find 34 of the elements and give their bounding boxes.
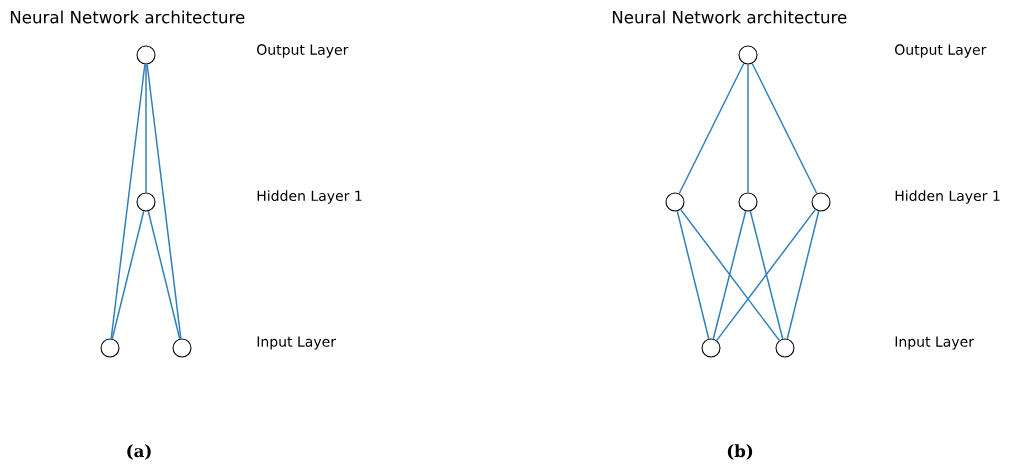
connection-line <box>716 208 816 342</box>
connection-line <box>146 63 182 340</box>
connection-line <box>678 62 745 195</box>
layer-label: Output Layer <box>895 44 987 58</box>
connection-line <box>111 210 145 340</box>
connection-line <box>680 208 780 342</box>
neuron-circle <box>775 338 795 358</box>
connection-line <box>712 210 747 340</box>
connection-line <box>110 63 146 340</box>
connection-line <box>145 63 147 194</box>
panel-caption: (a) <box>127 444 151 460</box>
layer-label: Output Layer <box>257 44 349 58</box>
panel-title: Neural Network architecture <box>10 10 245 24</box>
connection-line <box>749 210 784 340</box>
neuron-circle <box>738 45 758 65</box>
neuron-circle <box>701 338 721 358</box>
neuron-circle <box>811 192 831 212</box>
connection-line <box>676 210 710 340</box>
connection-line <box>751 62 818 195</box>
neuron-circle <box>665 192 685 212</box>
layer-label: Hidden Layer 1 <box>895 190 1000 204</box>
layer-label: Hidden Layer 1 <box>257 190 362 204</box>
connection-line <box>747 63 749 194</box>
panel-caption: (b) <box>727 444 753 460</box>
neuron-circle <box>136 45 156 65</box>
neuron-circle <box>172 338 192 358</box>
connection-line <box>147 210 181 340</box>
layer-label: Input Layer <box>895 336 974 350</box>
neuron-circle <box>100 338 120 358</box>
neuron-circle <box>738 192 758 212</box>
connection-line <box>786 210 820 340</box>
neuron-circle <box>136 192 156 212</box>
panel-title: Neural Network architecture <box>612 10 847 24</box>
layer-label: Input Layer <box>257 336 336 350</box>
